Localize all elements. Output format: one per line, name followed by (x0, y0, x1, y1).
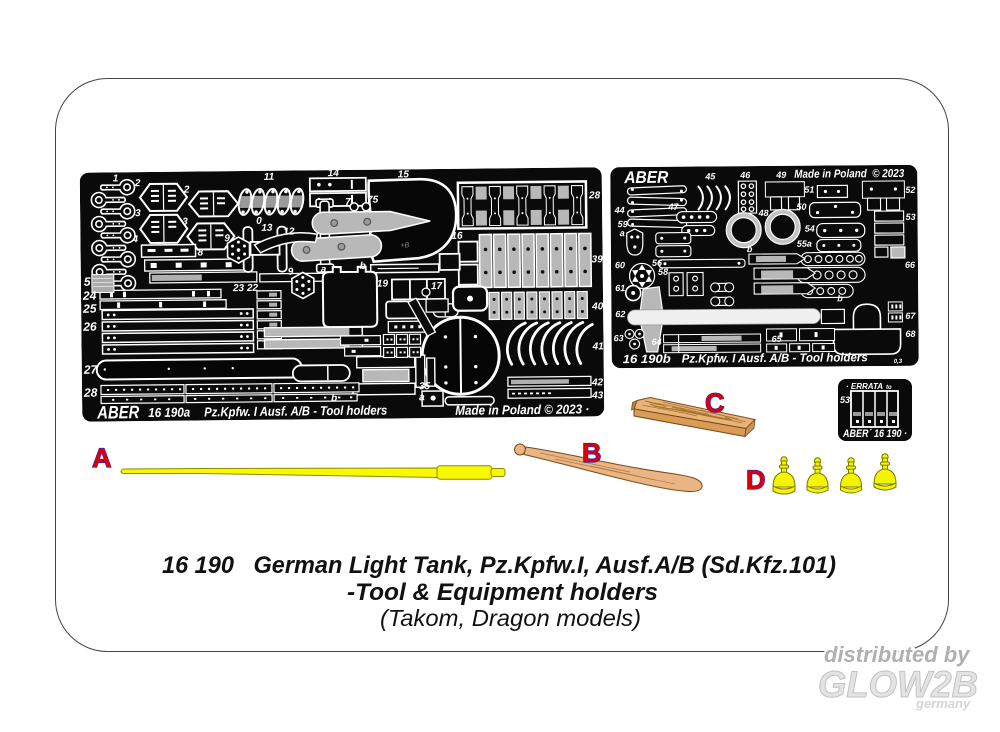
svg-text:24: 24 (82, 289, 97, 303)
svg-text:60: 60 (615, 260, 625, 270)
svg-text:b: b (360, 261, 366, 272)
svg-text:a: a (620, 228, 625, 238)
svg-text:a: a (321, 264, 327, 275)
svg-text:25: 25 (82, 302, 97, 316)
svg-text:63: 63 (614, 333, 624, 343)
svg-text:55a: 55a (797, 239, 812, 249)
svg-text:b: b (331, 393, 337, 404)
svg-text:15: 15 (398, 169, 410, 180)
svg-text:75: 75 (367, 195, 379, 206)
svg-text:47: 47 (667, 202, 679, 212)
svg-text:65: 65 (772, 334, 783, 344)
svg-text:13: 13 (261, 223, 273, 234)
svg-text:0: 0 (256, 216, 262, 227)
svg-text:7: 7 (345, 197, 351, 208)
svg-text:62: 62 (615, 309, 625, 319)
svg-text:GLOW2B: GLOW2B (818, 664, 978, 705)
svg-text:59: 59 (618, 219, 628, 229)
svg-text:14: 14 (328, 168, 340, 179)
svg-text:Pz.Kpfw. I Ausf. A/B - Tool ho: Pz.Kpfw. I Ausf. A/B - Tool holders (682, 350, 868, 365)
svg-text:2: 2 (183, 185, 190, 196)
svg-text:a: a (419, 392, 425, 403)
svg-text:26: 26 (82, 320, 97, 334)
svg-text:16 190 German Light Tank, Pz: 16 190 German Light Tank, Pz.Kpfw.I, Aus… (162, 552, 836, 579)
svg-text:b: b (837, 293, 843, 303)
svg-text:27: 27 (83, 363, 99, 377)
svg-text:16 190a: 16 190a (148, 405, 190, 420)
svg-text:48: 48 (758, 208, 769, 218)
svg-text:0,3: 0,3 (894, 359, 903, 365)
svg-text:67: 67 (905, 311, 916, 321)
svg-text:53: 53 (906, 212, 916, 222)
svg-text:68: 68 (905, 329, 915, 339)
svg-text:52: 52 (905, 185, 915, 195)
svg-text:51: 51 (804, 185, 814, 195)
svg-text:12: 12 (283, 226, 295, 237)
svg-text:28: 28 (588, 190, 601, 201)
svg-text:53: 53 (840, 395, 850, 405)
svg-text:ABER´ 16 190 ·: ABER´ 16 190 · (842, 428, 907, 440)
svg-text:19: 19 (377, 279, 389, 290)
svg-text:23: 23 (232, 283, 245, 294)
svg-text:+B: +B (400, 242, 409, 249)
svg-text:8: 8 (198, 247, 204, 258)
svg-text:9: 9 (224, 233, 230, 244)
svg-text:-Tool & Equipment holders: -Tool & Equipment holders (347, 579, 658, 606)
svg-text:49: 49 (775, 170, 786, 180)
svg-text:germany: germany (915, 696, 971, 711)
svg-text:2: 2 (134, 178, 141, 189)
svg-text:40: 40 (591, 301, 604, 312)
svg-text:1: 1 (113, 173, 119, 184)
svg-text:distributed by: distributed by (824, 642, 971, 667)
svg-text:17: 17 (431, 281, 443, 292)
svg-text:64: 64 (652, 337, 662, 347)
svg-text:Made in Poland © 2023 ·: Made in Poland © 2023 · (455, 401, 589, 417)
svg-text:· ERRATA: · ERRATA (846, 382, 883, 391)
svg-text:A: A (92, 443, 112, 473)
svg-text:16: 16 (451, 231, 463, 242)
svg-text:39: 39 (592, 254, 604, 265)
svg-text:D: D (746, 465, 766, 495)
svg-text:61: 61 (615, 283, 625, 293)
svg-text:to: to (886, 385, 892, 391)
svg-text:C: C (705, 388, 725, 418)
svg-text:44: 44 (614, 205, 625, 215)
svg-text:42: 42 (591, 377, 604, 388)
svg-text:46: 46 (739, 170, 751, 180)
svg-text:ABER: ABER (96, 402, 139, 422)
svg-text:50: 50 (796, 202, 806, 212)
svg-text:3: 3 (135, 208, 141, 219)
svg-text:ABER: ABER (623, 168, 669, 187)
svg-text:(Takom, Dragon models): (Takom, Dragon models) (380, 605, 641, 631)
svg-text:45: 45 (704, 171, 716, 181)
svg-text:43: 43 (591, 390, 604, 401)
svg-text:9: 9 (288, 267, 294, 278)
svg-text:b: b (747, 244, 753, 254)
svg-text:Pz.Kpfw. I Ausf. A/B - Tool ho: Pz.Kpfw. I Ausf. A/B - Tool holders (204, 403, 387, 420)
svg-text:16 190b: 16 190b (623, 352, 671, 366)
svg-text:5: 5 (84, 275, 91, 289)
svg-text:11: 11 (264, 172, 275, 183)
svg-text:B: B (582, 438, 602, 468)
svg-text:35: 35 (419, 381, 431, 392)
svg-text:58: 58 (658, 267, 668, 277)
svg-text:41: 41 (592, 341, 605, 352)
svg-text:66: 66 (905, 260, 916, 270)
svg-text:Made in Poland © 2023: Made in Poland © 2023 (794, 168, 905, 181)
svg-text:22: 22 (246, 283, 259, 294)
svg-text:3: 3 (182, 217, 188, 228)
svg-text:54: 54 (805, 224, 815, 234)
svg-text:4: 4 (131, 234, 138, 245)
svg-text:28: 28 (83, 386, 98, 400)
svg-text:56: 56 (652, 258, 663, 268)
